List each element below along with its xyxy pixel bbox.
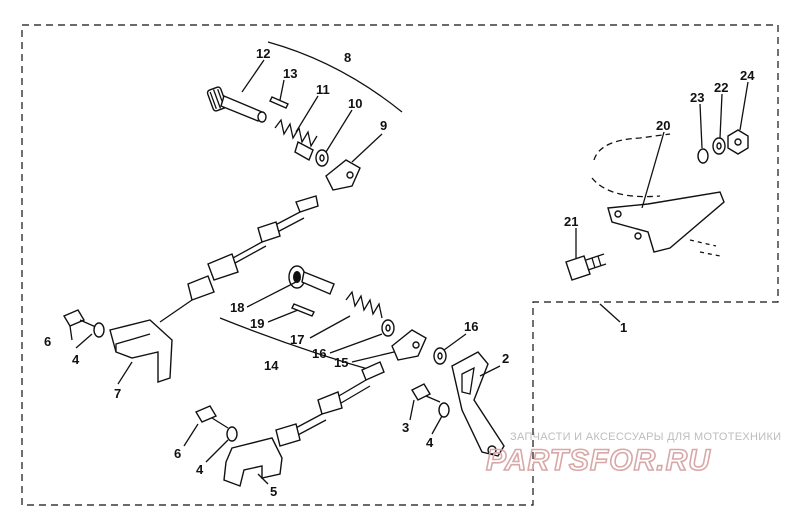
callout-9: 9: [380, 118, 387, 133]
bracket-20: [607, 191, 725, 253]
callout-12: 12: [256, 46, 270, 61]
clevis-15: [391, 329, 427, 361]
callout-15: 15: [334, 355, 348, 370]
callout-1: 1: [620, 320, 627, 335]
callout-18: 18: [230, 300, 244, 315]
washer-4-right: [438, 402, 450, 418]
leader-lines: [69, 59, 749, 485]
spring-11: [274, 118, 318, 162]
screw-6-lower: [194, 405, 229, 429]
throttle-cable-7: [159, 195, 319, 323]
group-bracket-14: [219, 317, 379, 373]
callout-5: 5: [270, 484, 277, 499]
washer-16-right: [433, 347, 447, 365]
engine-outline: [591, 133, 721, 257]
callout-10: 10: [348, 96, 362, 111]
washer-22: [712, 137, 726, 155]
callout-4-upper: 4: [72, 352, 80, 367]
callout-11: 11: [316, 82, 330, 97]
callout-6-upper: 6: [44, 334, 51, 349]
lever-2: [451, 351, 505, 457]
bracket-5: [223, 437, 283, 487]
bolt-21: [565, 253, 607, 281]
callout-16-left: 16: [312, 346, 326, 361]
washer-4-upper: [93, 322, 105, 338]
callout-23: 23: [690, 90, 704, 105]
shift-cable-5: [275, 361, 385, 447]
watermark: ЗАПЧАСТИ И АКСЕССУАРЫ ДЛЯ МОТОТЕХНИКИ PA…: [485, 431, 781, 478]
pin-13: [269, 96, 289, 109]
screw-6-upper: [62, 309, 99, 329]
callout-7: 7: [114, 386, 121, 401]
clevis-9: [325, 159, 361, 191]
callout-14: 14: [264, 358, 279, 373]
callout-22: 22: [714, 80, 728, 95]
callout-2: 2: [502, 351, 509, 366]
callout-6-lower: 6: [174, 446, 181, 461]
callout-19: 19: [250, 316, 264, 331]
callout-16-right: 16: [464, 319, 478, 334]
callout-3: 3: [402, 420, 409, 435]
washer-16-left: [381, 319, 395, 337]
watermark-tagline: ЗАПЧАСТИ И АКСЕССУАРЫ ДЛЯ МОТОТЕХНИКИ: [510, 431, 781, 443]
pin-19: [291, 303, 315, 317]
callout-labels: 12 13 11 10 9 8 6 4 7 18 19 17 16 15 14 …: [44, 46, 755, 499]
knob-18: [288, 265, 335, 295]
nut-24: [727, 129, 749, 155]
callout-13: 13: [283, 66, 297, 81]
callout-21: 21: [564, 214, 578, 229]
group-bracket-8: [267, 41, 403, 113]
washer-10: [315, 149, 329, 167]
callout-24: 24: [740, 68, 755, 83]
spring-17: [345, 290, 383, 319]
washer-23: [697, 148, 709, 164]
callout-4-right: 4: [426, 435, 434, 450]
watermark-logo: PARTSFOR.RU: [486, 444, 711, 477]
screw-3: [411, 383, 441, 403]
callout-17: 17: [290, 332, 304, 347]
callout-20: 20: [656, 118, 670, 133]
kit-boundary: [21, 24, 779, 506]
knob-12: [206, 86, 267, 123]
washer-4-lower: [226, 426, 238, 442]
callout-4-lower: 4: [196, 462, 204, 477]
bracket-7: [109, 319, 173, 383]
callout-8: 8: [344, 50, 351, 65]
